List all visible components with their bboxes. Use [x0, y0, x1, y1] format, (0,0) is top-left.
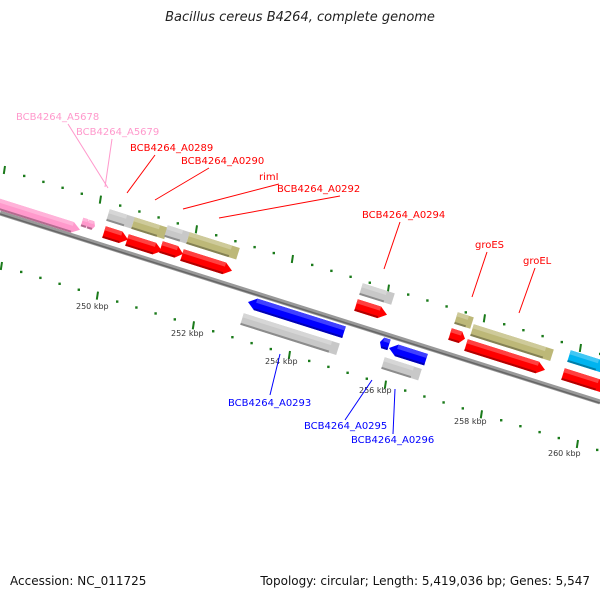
scale-label: 256 kbp — [359, 386, 392, 395]
gene-label[interactable]: BCB4264_A0290 — [181, 156, 264, 167]
leader-line — [471, 251, 488, 298]
gene-groEL[interactable] — [470, 324, 554, 361]
genome-summary-text: Topology: circular; Length: 5,419,036 bp… — [260, 574, 590, 588]
gene-label[interactable]: BCB4264_A5678 — [16, 112, 99, 123]
cds-A0295[interactable] — [378, 337, 391, 351]
cds-rimI[interactable] — [159, 241, 185, 259]
accession-text: Accession: NC_011725 — [10, 574, 147, 588]
upper-ruler-major-tick — [290, 254, 294, 264]
gene-feature[interactable] — [164, 225, 190, 244]
leader-line — [218, 195, 341, 219]
lower-ruler-major-tick — [191, 321, 195, 330]
gene-A0294[interactable] — [359, 283, 395, 305]
cds-A0290[interactable] — [125, 234, 164, 256]
scale-label: 254 kbp — [265, 357, 298, 366]
leader-line — [344, 379, 373, 421]
leader-line — [104, 138, 113, 188]
leader-line — [126, 154, 156, 194]
gene-A0296[interactable] — [381, 357, 422, 381]
lower-ruler-major-tick — [575, 439, 579, 449]
scale-label: 258 kbp — [454, 417, 487, 426]
gene-next[interactable] — [567, 350, 600, 374]
gene-label[interactable]: BCB4264_A0293 — [228, 398, 311, 409]
gene-A5679a[interactable] — [80, 217, 91, 229]
leader-line — [67, 123, 109, 189]
gene-label[interactable]: groES — [475, 240, 504, 251]
cds-A0296[interactable] — [387, 342, 428, 366]
upper-ruler-major-tick — [2, 165, 6, 175]
cds-A0289[interactable] — [102, 226, 130, 245]
cds-next[interactable] — [561, 368, 600, 393]
upper-ruler-major-tick — [578, 343, 582, 353]
gene-label[interactable]: BCB4264_A5679 — [76, 127, 159, 138]
lower-ruler-major-tick — [479, 410, 483, 419]
gene-label[interactable]: BCB4264_A0295 — [304, 421, 387, 432]
cds-A0294[interactable] — [354, 299, 389, 320]
leader-line — [154, 167, 210, 201]
map-title: Bacillus cereus B4264, complete genome — [165, 10, 435, 25]
cds-groES[interactable] — [448, 328, 467, 344]
scale-label: 250 kbp — [76, 302, 109, 311]
lower-ruler-major-tick — [287, 350, 291, 360]
gene-feature[interactable] — [186, 232, 240, 260]
gene-label[interactable]: BCB4264_A0289 — [130, 143, 213, 154]
gene-label[interactable]: BCB4264_A0296 — [351, 435, 434, 446]
lower-ruler-major-tick — [95, 291, 99, 300]
gene-label[interactable]: groEL — [523, 256, 552, 267]
cds-A0293[interactable] — [246, 296, 346, 338]
upper-ruler-major-tick — [194, 225, 198, 234]
gene-A0293[interactable] — [240, 313, 340, 355]
leader-line — [392, 388, 396, 435]
scale-label: 260 kbp — [548, 449, 581, 458]
leader-line — [182, 183, 280, 210]
upper-ruler-major-tick — [98, 195, 102, 204]
lower-ruler-major-tick — [383, 380, 387, 389]
genome-backbone — [0, 210, 600, 405]
scale-label: 252 kbp — [171, 329, 204, 338]
gene-A5678[interactable] — [0, 197, 82, 235]
gene-groES[interactable] — [454, 312, 474, 329]
cds-A0292[interactable] — [180, 249, 234, 276]
leader-line — [269, 353, 281, 396]
lower-ruler-major-tick — [0, 261, 3, 271]
leader-line — [518, 267, 536, 314]
genome-backbone-shadow — [0, 213, 600, 404]
leader-line — [383, 221, 401, 270]
gene-feature[interactable] — [106, 209, 135, 229]
gene-label[interactable]: rimI — [259, 172, 279, 183]
gene-label[interactable]: BCB4264_A0292 — [277, 184, 360, 195]
gene-feature[interactable] — [131, 217, 168, 240]
gene-A5679b[interactable] — [86, 219, 97, 231]
upper-ruler-major-tick — [482, 314, 486, 323]
cds-groEL[interactable] — [464, 339, 547, 375]
gene-label[interactable]: BCB4264_A0294 — [362, 210, 445, 221]
